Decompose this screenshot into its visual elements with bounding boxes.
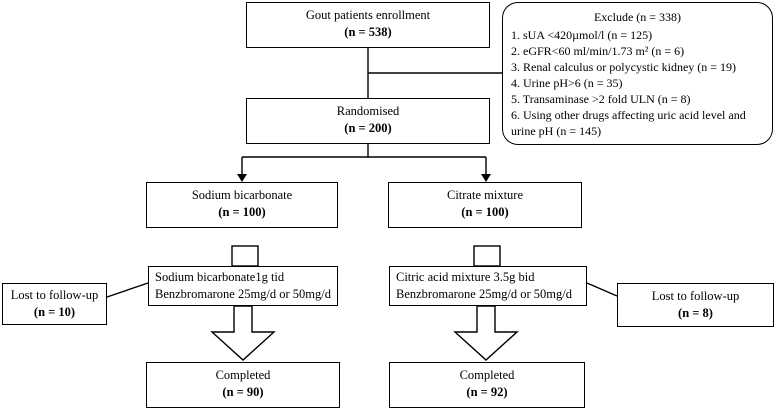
arrowhead-left [237, 174, 247, 182]
left-lost-box: Lost to follow-up (n = 10) [2, 283, 107, 325]
right-lost-count: (n = 8) [678, 306, 713, 320]
enrollment-count: (n = 538) [344, 25, 392, 39]
right-treatment-line1: Citric acid mixture 3.5g bid [396, 270, 535, 284]
right-treatment-line2: Benzbromarone 25mg/d or 50mg/d [396, 287, 573, 301]
right-group-title: Citrate mixture [446, 188, 524, 202]
randomised-box: Randomised (n = 200) [246, 98, 490, 144]
left-lost-title: Lost to follow-up [10, 288, 99, 302]
right-lost-title: Lost to follow-up [651, 289, 740, 303]
exclude-item: 5. Transaminase >2 fold ULN (n = 8) [511, 92, 691, 106]
left-completed-count: (n = 90) [222, 385, 264, 399]
left-treatment-box: Sodium bicarbonate1g tid Benzbromarone 2… [148, 266, 338, 306]
stub-left [231, 245, 259, 267]
right-treatment-box: Citric acid mixture 3.5g bid Benzbromaro… [389, 266, 587, 306]
citrate-mixture-box: Citrate mixture (n = 100) [388, 182, 582, 228]
arrowhead-right [481, 174, 491, 182]
right-completed-box: Completed (n = 92) [389, 362, 585, 408]
left-group-count: (n = 100) [218, 205, 266, 219]
left-lost-count: (n = 10) [33, 305, 76, 319]
exclude-item: 2. eGFR<60 ml/min/1.73 m² (n = 6) [511, 44, 685, 58]
exclude-item: 3. Renal calculus or polycystic kidney (… [511, 60, 737, 74]
exclude-box: Exclude (n = 338) 1. sUA <420µmol/l (n =… [502, 2, 773, 145]
enrollment-title: Gout patients enrollment [305, 8, 431, 22]
block-arrow-right [453, 305, 519, 361]
exclude-item: 4. Urine pH>6 (n = 35) [511, 76, 623, 90]
sodium-bicarbonate-box: Sodium bicarbonate (n = 100) [146, 182, 338, 228]
left-completed-box: Completed (n = 90) [146, 362, 340, 408]
exclude-item: 6. Using other drugs affecting uric acid… [511, 108, 746, 122]
connector-lost-left [106, 282, 149, 298]
left-treatment-line1: Sodium bicarbonate1g tid [155, 270, 285, 284]
enrollment-box: Gout patients enrollment (n = 538) [246, 2, 490, 48]
exclude-item: 1. sUA <420µmol/l (n = 125) [511, 28, 653, 42]
stub-right [473, 245, 501, 267]
right-completed-count: (n = 92) [466, 385, 508, 399]
exclude-title: Exclude (n = 338) [593, 10, 682, 24]
randomised-count: (n = 200) [344, 121, 392, 135]
exclude-item: urine pH (n = 145) [511, 124, 602, 138]
right-lost-box: Lost to follow-up (n = 8) [617, 283, 774, 327]
right-group-count: (n = 100) [461, 205, 509, 219]
left-completed-title: Completed [215, 368, 271, 382]
randomised-title: Randomised [336, 104, 400, 118]
right-completed-title: Completed [459, 368, 515, 382]
left-treatment-line2: Benzbromarone 25mg/d or 50mg/d [155, 287, 332, 301]
left-group-title: Sodium bicarbonate [191, 188, 293, 202]
block-arrow-left [210, 305, 276, 361]
connector-lost-right [586, 282, 618, 297]
